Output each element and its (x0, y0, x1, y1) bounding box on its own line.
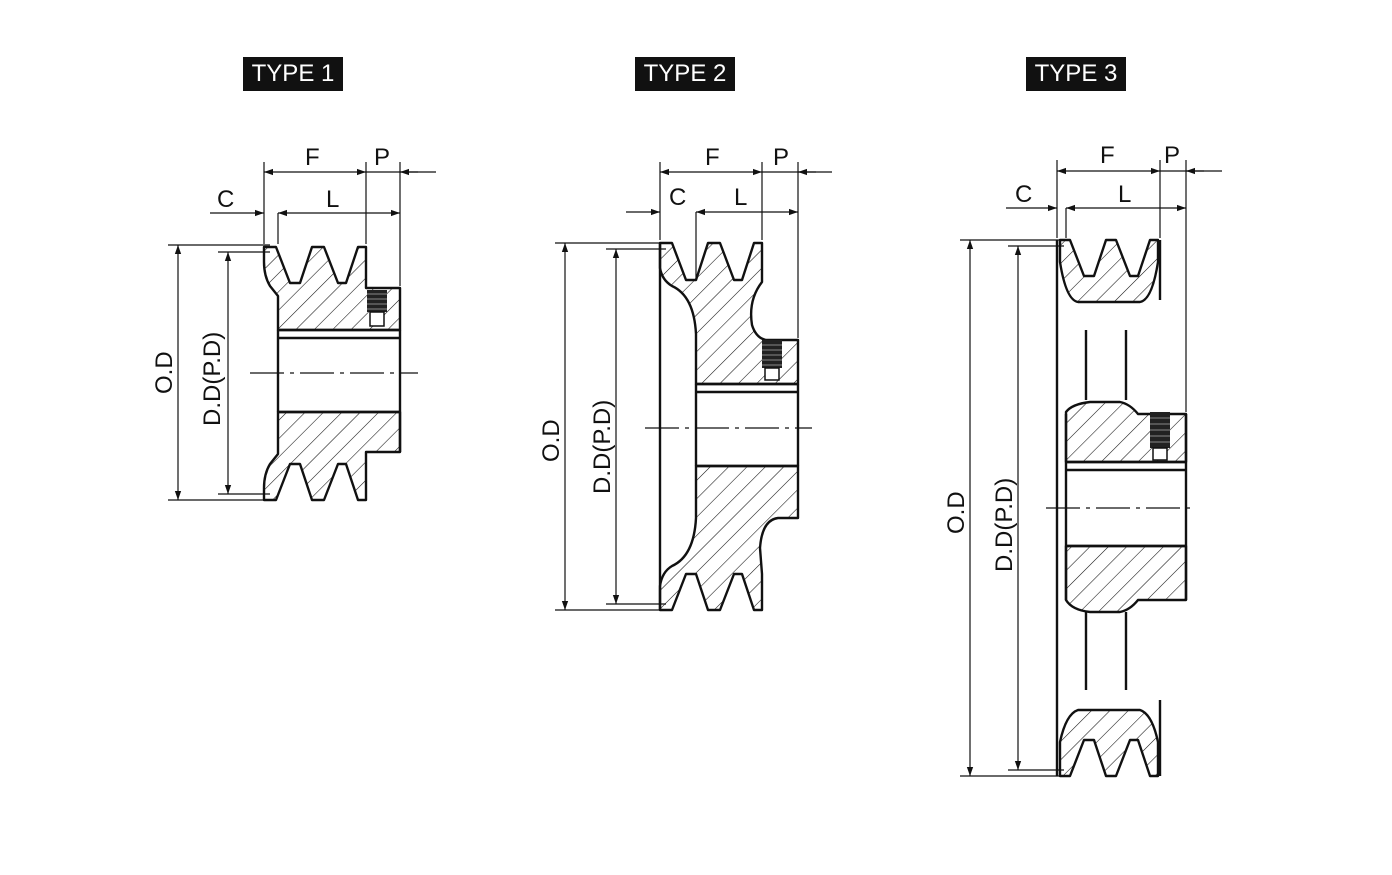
type-2-lower-section (658, 464, 800, 612)
type-2-label-p: P (773, 144, 789, 171)
type-1-label-dd: D.D(P.D) (199, 332, 226, 426)
type-3-spokes (1084, 330, 1128, 690)
type-1-label-p: P (374, 144, 390, 171)
type-1-drawing: F P C L O.D D.D(P.D) (151, 144, 436, 502)
type-2-bore (645, 243, 812, 610)
type-2-drawing: F P C L O.D D.D(P.D) (538, 144, 832, 612)
type-3-hub-lower (1064, 544, 1188, 614)
type-1-dimensions (168, 162, 436, 501)
type-1-label-l: L (326, 186, 339, 213)
type-2-label-dd: D.D(P.D) (589, 400, 616, 494)
type-1-label-od: O.D (151, 351, 178, 394)
type-2-set-screw (762, 340, 782, 381)
type-3-label-od: O.D (943, 491, 970, 534)
type-1-title: TYPE 1 (243, 57, 343, 91)
type-3-label-dd: D.D(P.D) (991, 478, 1018, 572)
type-1-label-f: F (305, 144, 320, 171)
type-3-top-rim (1058, 238, 1160, 304)
type-2-label-c: C (669, 184, 686, 211)
type-1-lower-section (262, 410, 402, 502)
type-3-bottom-rim (1058, 708, 1160, 778)
type-3-dimensions (960, 160, 1222, 777)
type-1-set-screw (367, 290, 387, 327)
type-3-label-p: P (1164, 142, 1180, 169)
type-3-bore (1046, 414, 1194, 600)
type-3-label-l: L (1118, 181, 1131, 208)
type-3-title: TYPE 3 (1026, 57, 1126, 91)
type-3-set-screw (1150, 412, 1170, 461)
type-2-dimensions (555, 162, 832, 611)
type-3-drawing: F P C L O.D D.D(P.D) (943, 142, 1222, 778)
type-1-bore (250, 328, 418, 452)
type-2-label-l: L (734, 184, 747, 211)
type-1-label-c: C (217, 186, 234, 213)
type-3-label-f: F (1100, 142, 1115, 169)
type-2-title: TYPE 2 (635, 57, 735, 91)
type-2-label-od: O.D (538, 419, 565, 462)
type-2-label-f: F (705, 144, 720, 171)
type-3-label-c: C (1015, 181, 1032, 208)
